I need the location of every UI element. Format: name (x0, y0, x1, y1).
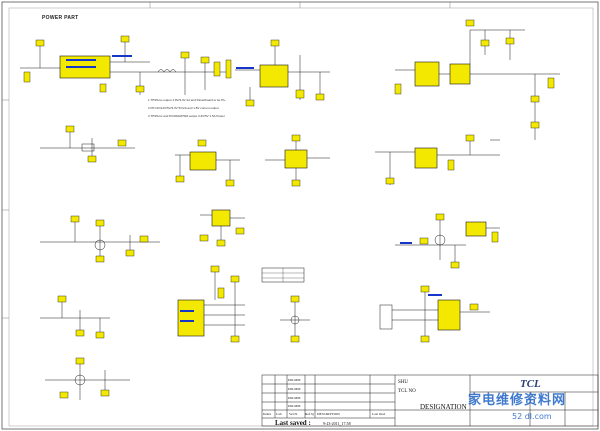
block-buck-2 (235, 39, 330, 107)
block-switch-5 (45, 357, 130, 400)
design-note-1: 1 TPS5xxx output 1.8V/3.3V 2A and Panel/… (148, 98, 226, 102)
section-title: POWER PART (42, 15, 79, 21)
design-note-3: 3 TPS5xxx and PC/DDR/PSM output 3.3V/5V … (148, 114, 225, 118)
col-description: DESCRIPTION (317, 412, 340, 416)
block-switch-2 (199, 209, 245, 247)
sht-label: SHU (398, 380, 409, 385)
rev-row-3: DD-MM (288, 396, 301, 400)
col-ref: Ref.Sj (305, 412, 314, 416)
col-ver: Ver/X (289, 412, 298, 416)
block-power-input (20, 35, 150, 95)
watermark-url: 52 dl.com (512, 412, 552, 421)
block-output-connector (379, 285, 490, 343)
col-last-mod: Last mod (372, 412, 386, 416)
last-saved-label: Last saved : (275, 419, 311, 427)
block-aux-2 (175, 139, 240, 187)
designation-label: DESIGNATION (420, 403, 467, 411)
block-buck-3 (394, 19, 560, 140)
block-aux-3 (265, 134, 330, 187)
block-switch-3 (395, 213, 500, 269)
block-aux-4 (375, 134, 500, 185)
brand-logo: TCL (520, 378, 541, 390)
design-note-2: 2 PIN 9V/12V/5V/3.3V 5V/2A and 1.8V curr… (148, 106, 219, 110)
block-config-table (261, 267, 305, 283)
rev-row-2: DD-MM (288, 387, 301, 391)
title-block-grid (261, 374, 599, 427)
last-saved-value: 9-23-2011_17:58 (323, 421, 351, 426)
project-name: TCL NO (398, 389, 416, 394)
block-switch-4 (280, 295, 310, 343)
col-cab: Cab (276, 412, 282, 416)
col-index: Index (263, 412, 271, 416)
zone-ticks (2, 2, 451, 319)
block-switch-1 (40, 215, 160, 263)
block-connector (177, 265, 245, 343)
block-aux-5 (40, 295, 110, 339)
rev-row-4: DD-MM (288, 404, 301, 408)
watermark-text: 家电维修资料网 (468, 393, 567, 408)
block-buck-1 (150, 51, 232, 95)
block-aux-1 (40, 125, 135, 163)
rev-row-1: DD-MM (288, 378, 301, 382)
